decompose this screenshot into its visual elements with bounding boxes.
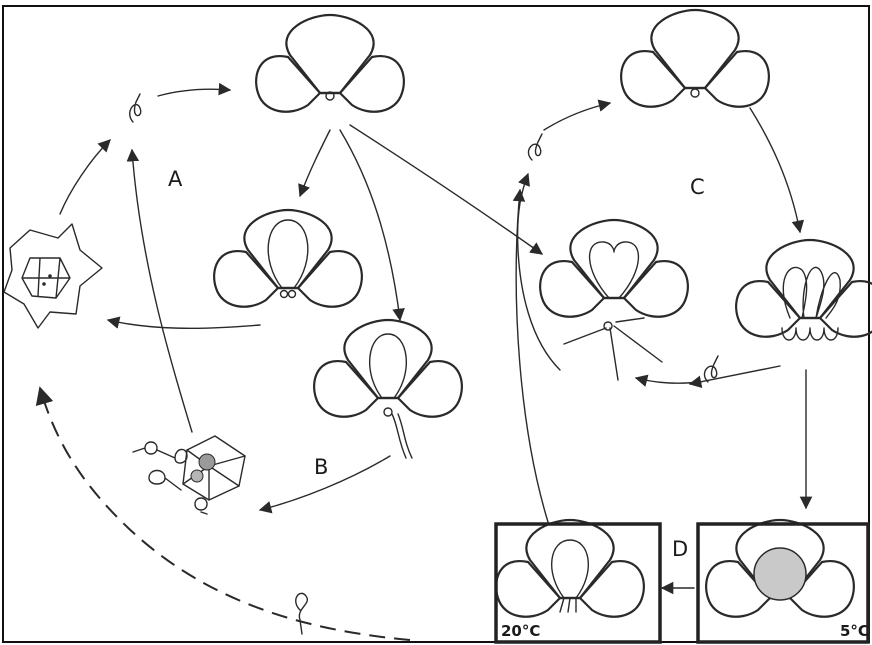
label-a: A	[168, 167, 183, 191]
colony-left	[4, 224, 102, 328]
plant-stage-1	[256, 15, 404, 112]
plant-stage-2	[214, 210, 362, 307]
temperature-5c: 5°C	[840, 622, 869, 640]
colony-bottom	[133, 436, 245, 514]
plant-stage-5	[540, 220, 688, 380]
label-b: B	[314, 455, 328, 479]
plant-stage-cold	[706, 520, 854, 617]
zygote-symbol	[296, 593, 308, 634]
sperm-symbol-a	[130, 94, 141, 122]
label-c: C	[690, 175, 705, 199]
label-d: D	[672, 537, 688, 561]
temperature-20c: 20°C	[501, 622, 540, 640]
plant-stage-3	[314, 320, 462, 458]
plant-stage-6	[736, 240, 872, 340]
plant-stage-warm	[496, 520, 644, 617]
plant-stage-4	[621, 10, 769, 107]
sperm-symbol-c	[528, 134, 542, 160]
